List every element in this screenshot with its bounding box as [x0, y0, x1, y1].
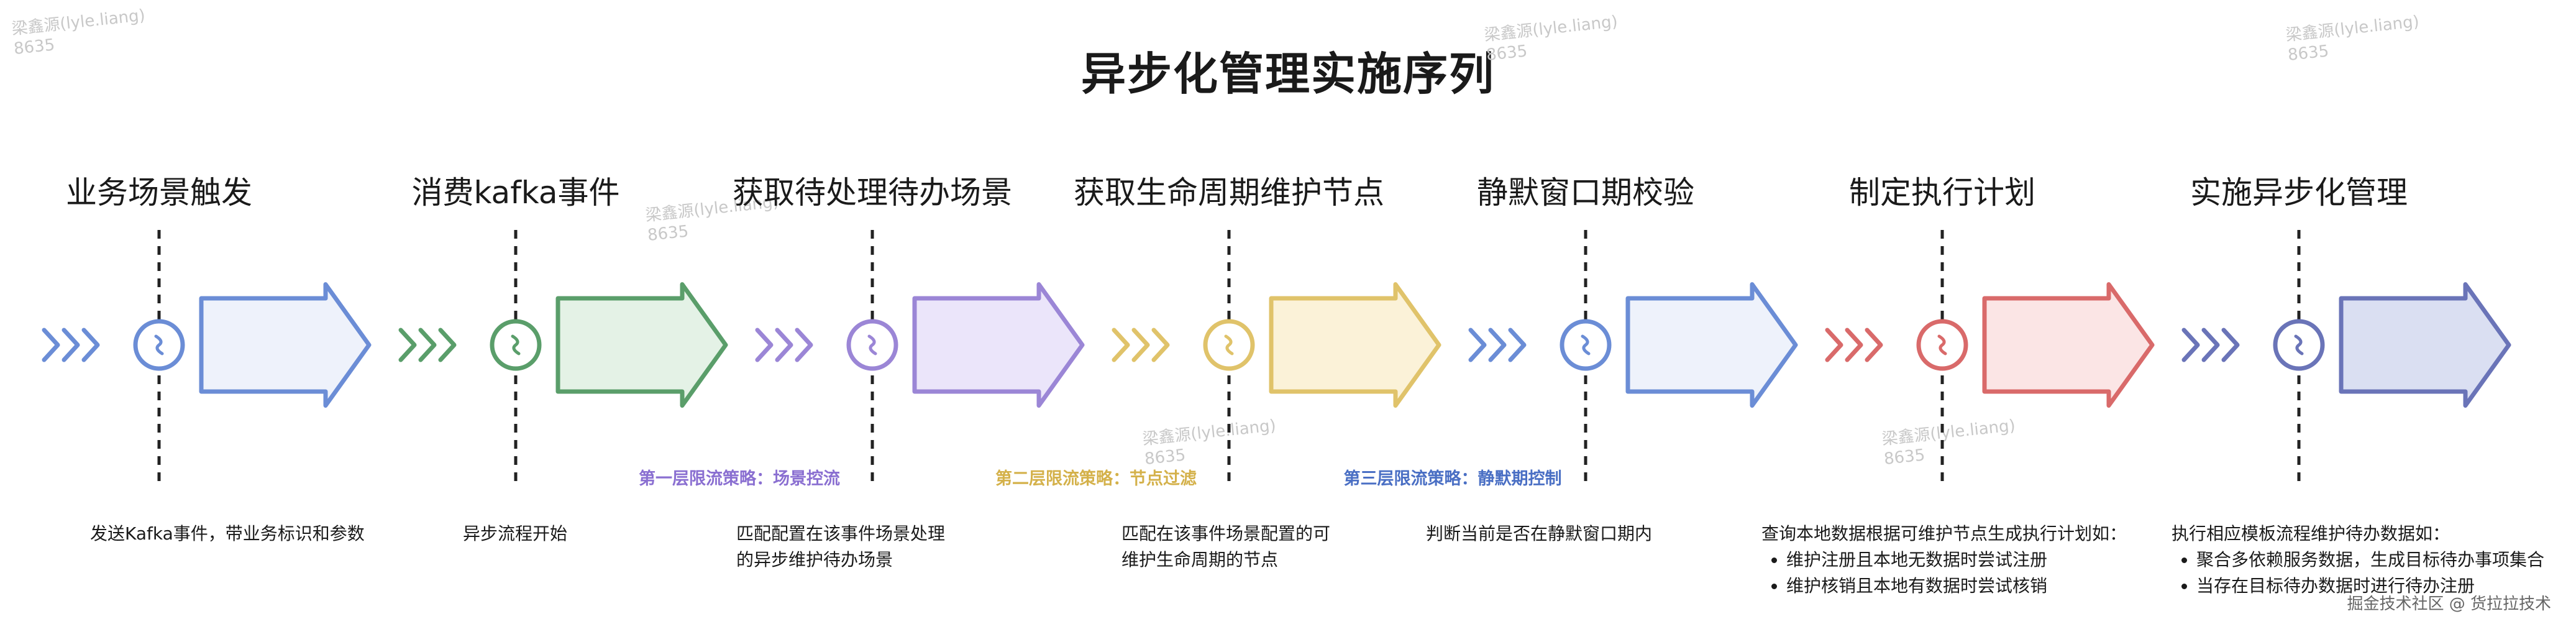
description-line: 执行相应模板流程维护待办数据如：	[2172, 523, 2450, 544]
chevron-icon	[1825, 328, 1843, 362]
swirl-icon	[1937, 334, 1947, 356]
chevron-icon	[795, 328, 813, 362]
swirl-icon	[511, 334, 521, 356]
step-label: 业务场景触发	[66, 175, 252, 211]
step-description: 执行相应模板流程维护待办数据如： 聚合多依赖服务数据，生成目标待办事项集合 当存…	[2172, 521, 2544, 599]
step-label: 静默窗口期校验	[1477, 175, 1694, 211]
swirl-icon	[2294, 334, 2304, 356]
bullet-item: 维护注册且本地无数据时尝试注册	[1786, 547, 2127, 573]
bullet-item: 当存在目标待办数据时进行待办注册	[2196, 573, 2544, 599]
description-line: 发送Kafka事件，带业务标识和参数	[90, 523, 365, 544]
description-line: 查询本地数据根据可维护节点生成执行计划如：	[1761, 523, 2127, 544]
bullet-item: 聚合多依赖服务数据，生成目标待办事项集合	[2196, 547, 2544, 573]
step-description: 匹配在该事件场景配置的可 维护生命周期的节点	[1121, 521, 1330, 573]
bullet-list: 维护注册且本地无数据时尝试注册 维护核销且本地有数据时尝试核销	[1761, 547, 2127, 599]
block-arrow-icon	[555, 282, 728, 408]
block-arrow-icon	[199, 282, 372, 408]
chevron-icon	[1845, 328, 1863, 362]
chevron-icon	[418, 328, 437, 362]
step-description: 发送Kafka事件，带业务标识和参数	[90, 521, 365, 547]
description-line: 的异步维护待办场景	[736, 549, 893, 570]
diagram-title: 异步化管理实施序列	[1080, 48, 1495, 100]
chevron-icon	[81, 328, 100, 362]
chevron-icon	[2201, 328, 2220, 362]
block-arrow-icon	[2339, 282, 2511, 408]
step-label: 获取生命周期维护节点	[1074, 175, 1384, 211]
chevron-icon	[2221, 328, 2240, 362]
step-label: 制定执行计划	[1849, 175, 2035, 211]
bullet-item: 维护核销且本地有数据时尝试核销	[1786, 573, 2127, 599]
strategy-label-layer3: 第三层限流策略：静默期控制	[1343, 469, 1562, 489]
step-description: 查询本地数据根据可维护节点生成执行计划如： 维护注册且本地无数据时尝试注册 维护…	[1761, 521, 2127, 599]
swirl-icon	[1581, 334, 1591, 356]
strategy-label-layer2: 第二层限流策略：节点过滤	[995, 469, 1197, 489]
chevron-icon	[1508, 328, 1527, 362]
swirl-icon	[154, 334, 164, 356]
chevron-icon	[1468, 328, 1487, 362]
chevron-icon	[2181, 328, 2200, 362]
description-line: 判断当前是否在静默窗口期内	[1426, 523, 1653, 544]
description-line: 匹配在该事件场景配置的可	[1121, 523, 1331, 544]
chevron-icon	[755, 328, 774, 362]
strategy-label-layer1: 第一层限流策略：场景控流	[639, 469, 840, 489]
chevron-icon	[1488, 328, 1507, 362]
block-arrow-icon	[1625, 282, 1798, 408]
step-label: 实施异步化管理	[2190, 175, 2408, 211]
block-arrow-icon	[912, 282, 1085, 408]
step-description: 匹配配置在该事件场景处理 的异步维护待办场景	[736, 521, 945, 573]
swirl-icon	[867, 334, 877, 356]
step-label: 消费kafka事件	[411, 175, 620, 211]
chevron-icon	[1865, 328, 1883, 362]
description-line: 异步流程开始	[463, 523, 568, 544]
swirl-icon	[1224, 334, 1234, 356]
chevron-icon	[398, 328, 417, 362]
chevron-icon	[438, 328, 457, 362]
chevron-icon	[62, 328, 80, 362]
step-description: 异步流程开始	[463, 521, 567, 547]
chevron-icon	[1131, 328, 1150, 362]
chevron-icon	[1112, 328, 1130, 362]
description-line: 匹配配置在该事件场景处理	[736, 523, 946, 544]
step-description: 判断当前是否在静默窗口期内	[1426, 521, 1652, 547]
chevron-icon	[775, 328, 793, 362]
chevron-icon	[42, 328, 60, 362]
block-arrow-icon	[1982, 282, 2155, 408]
step-label: 获取待处理待办场景	[733, 175, 1012, 211]
description-line: 维护生命周期的节点	[1121, 549, 1279, 570]
footer-credit: 掘金技术社区 @ 货拉拉技术	[2347, 595, 2551, 613]
chevron-icon	[1151, 328, 1170, 362]
bullet-list: 聚合多依赖服务数据，生成目标待办事项集合 当存在目标待办数据时进行待办注册	[2172, 547, 2544, 599]
block-arrow-icon	[1269, 282, 1441, 408]
